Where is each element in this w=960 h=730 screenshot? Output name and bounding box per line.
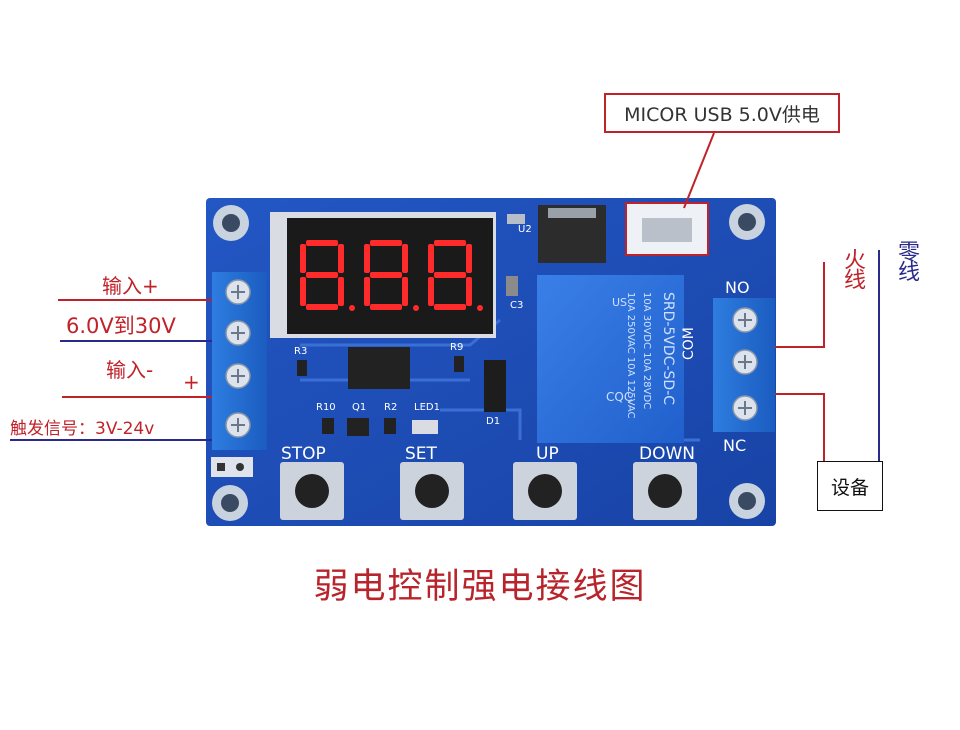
label-trigger-signal: 触发信号：3V-24v bbox=[10, 419, 155, 439]
wire-live-com bbox=[775, 262, 825, 348]
r3-resistor bbox=[297, 360, 307, 376]
r10-resistor bbox=[322, 418, 334, 434]
segment-1-1 bbox=[402, 244, 408, 273]
segment-0-1 bbox=[338, 244, 344, 273]
silk-c3: C3 bbox=[510, 300, 524, 311]
label-no: NO bbox=[725, 278, 750, 297]
button-cap-0 bbox=[295, 474, 329, 508]
relay-rating-2: 10A 30VDC 10A 28VDC bbox=[641, 292, 652, 410]
silk-r9: R9 bbox=[450, 342, 464, 353]
silk-r2: R2 bbox=[384, 402, 398, 413]
r9-resistor bbox=[454, 356, 464, 372]
wire-usb-callout bbox=[683, 132, 715, 209]
mounting-hole-top-right bbox=[729, 204, 765, 240]
segment-1-3 bbox=[370, 304, 402, 310]
segment-2-3 bbox=[434, 304, 466, 310]
silk-r10: R10 bbox=[316, 402, 336, 413]
segment-0-4 bbox=[300, 277, 306, 306]
segment-0-5 bbox=[300, 244, 306, 273]
segment-2-4 bbox=[428, 277, 434, 306]
segment-0-2 bbox=[338, 277, 344, 306]
relay-us: US bbox=[612, 296, 628, 309]
decimal-point-2 bbox=[477, 305, 483, 311]
segment-0-3 bbox=[306, 304, 338, 310]
segment-2-0 bbox=[434, 240, 466, 246]
wire-neutral bbox=[878, 250, 883, 491]
relay-cqc: CQC bbox=[606, 390, 633, 404]
label-input-minus: 输入- bbox=[106, 358, 154, 382]
silk-d1: D1 bbox=[486, 416, 501, 427]
segment-2-5 bbox=[428, 244, 434, 273]
label-neutral-wire: 零线 bbox=[894, 240, 919, 280]
label-input-plus: 输入+ bbox=[102, 274, 159, 298]
label-voltage-range: 6.0V到30V bbox=[66, 314, 176, 338]
led1 bbox=[412, 420, 438, 434]
r2-resistor bbox=[384, 418, 396, 434]
d1-diode bbox=[484, 360, 506, 412]
button-cap-2 bbox=[528, 474, 562, 508]
silk-led1: LED1 bbox=[414, 402, 440, 413]
left-terminal-screws bbox=[225, 279, 251, 438]
button-cap-3 bbox=[648, 474, 682, 508]
wire-live-no-to-device bbox=[775, 393, 825, 461]
segment-2-6 bbox=[434, 272, 466, 278]
micro-usb-port bbox=[642, 218, 692, 242]
seven-segment-digits bbox=[300, 240, 483, 311]
c3-capacitor bbox=[506, 276, 518, 296]
silk-q1: Q1 bbox=[352, 402, 367, 413]
segment-0-0 bbox=[306, 240, 338, 246]
micro-usb-connector bbox=[625, 202, 709, 256]
diagram-caption: 弱电控制强电接线图 bbox=[313, 567, 647, 607]
pin-2 bbox=[236, 463, 244, 471]
button-label-stop: STOP bbox=[281, 444, 326, 464]
segment-0-6 bbox=[306, 272, 338, 278]
decimal-point-0 bbox=[349, 305, 355, 311]
segment-2-2 bbox=[466, 277, 472, 306]
button-label-up: UP bbox=[536, 444, 559, 464]
label-com: COM bbox=[681, 327, 697, 360]
relay-model: SRD-5VDC-SD-C bbox=[660, 292, 676, 406]
mounting-hole-bottom-right bbox=[729, 483, 765, 519]
segment-1-0 bbox=[370, 240, 402, 246]
silk-r3: R3 bbox=[294, 346, 308, 357]
u2-pad bbox=[507, 214, 525, 224]
pin-1 bbox=[217, 463, 225, 471]
segment-1-2 bbox=[402, 277, 408, 306]
decimal-point-1 bbox=[413, 305, 419, 311]
segment-1-4 bbox=[364, 277, 370, 306]
segment-1-5 bbox=[364, 244, 370, 273]
tactile-buttons bbox=[280, 462, 697, 520]
button-label-down: DOWN bbox=[639, 444, 695, 464]
q1-transistor bbox=[347, 418, 369, 436]
relay bbox=[537, 275, 684, 443]
ic-chip bbox=[348, 347, 410, 389]
label-live-wire: 火线 bbox=[840, 248, 865, 288]
segment-2-1 bbox=[466, 244, 472, 273]
device-box: 设备 bbox=[817, 461, 883, 511]
mounting-hole-bottom-left bbox=[212, 485, 248, 521]
usb-power-label: MICOR USB 5.0V供电 bbox=[604, 93, 840, 133]
label-nc: NC bbox=[723, 436, 747, 455]
mounting-hole-top-left bbox=[213, 205, 249, 241]
segment-1-6 bbox=[370, 272, 402, 278]
right-terminal-screws bbox=[732, 307, 758, 421]
button-label-set: SET bbox=[405, 444, 437, 464]
u2-tab bbox=[548, 208, 596, 218]
button-cap-1 bbox=[415, 474, 449, 508]
pin-header bbox=[211, 457, 253, 477]
silk-u2: U2 bbox=[518, 224, 532, 235]
label-trigger-plus: + bbox=[183, 370, 200, 394]
